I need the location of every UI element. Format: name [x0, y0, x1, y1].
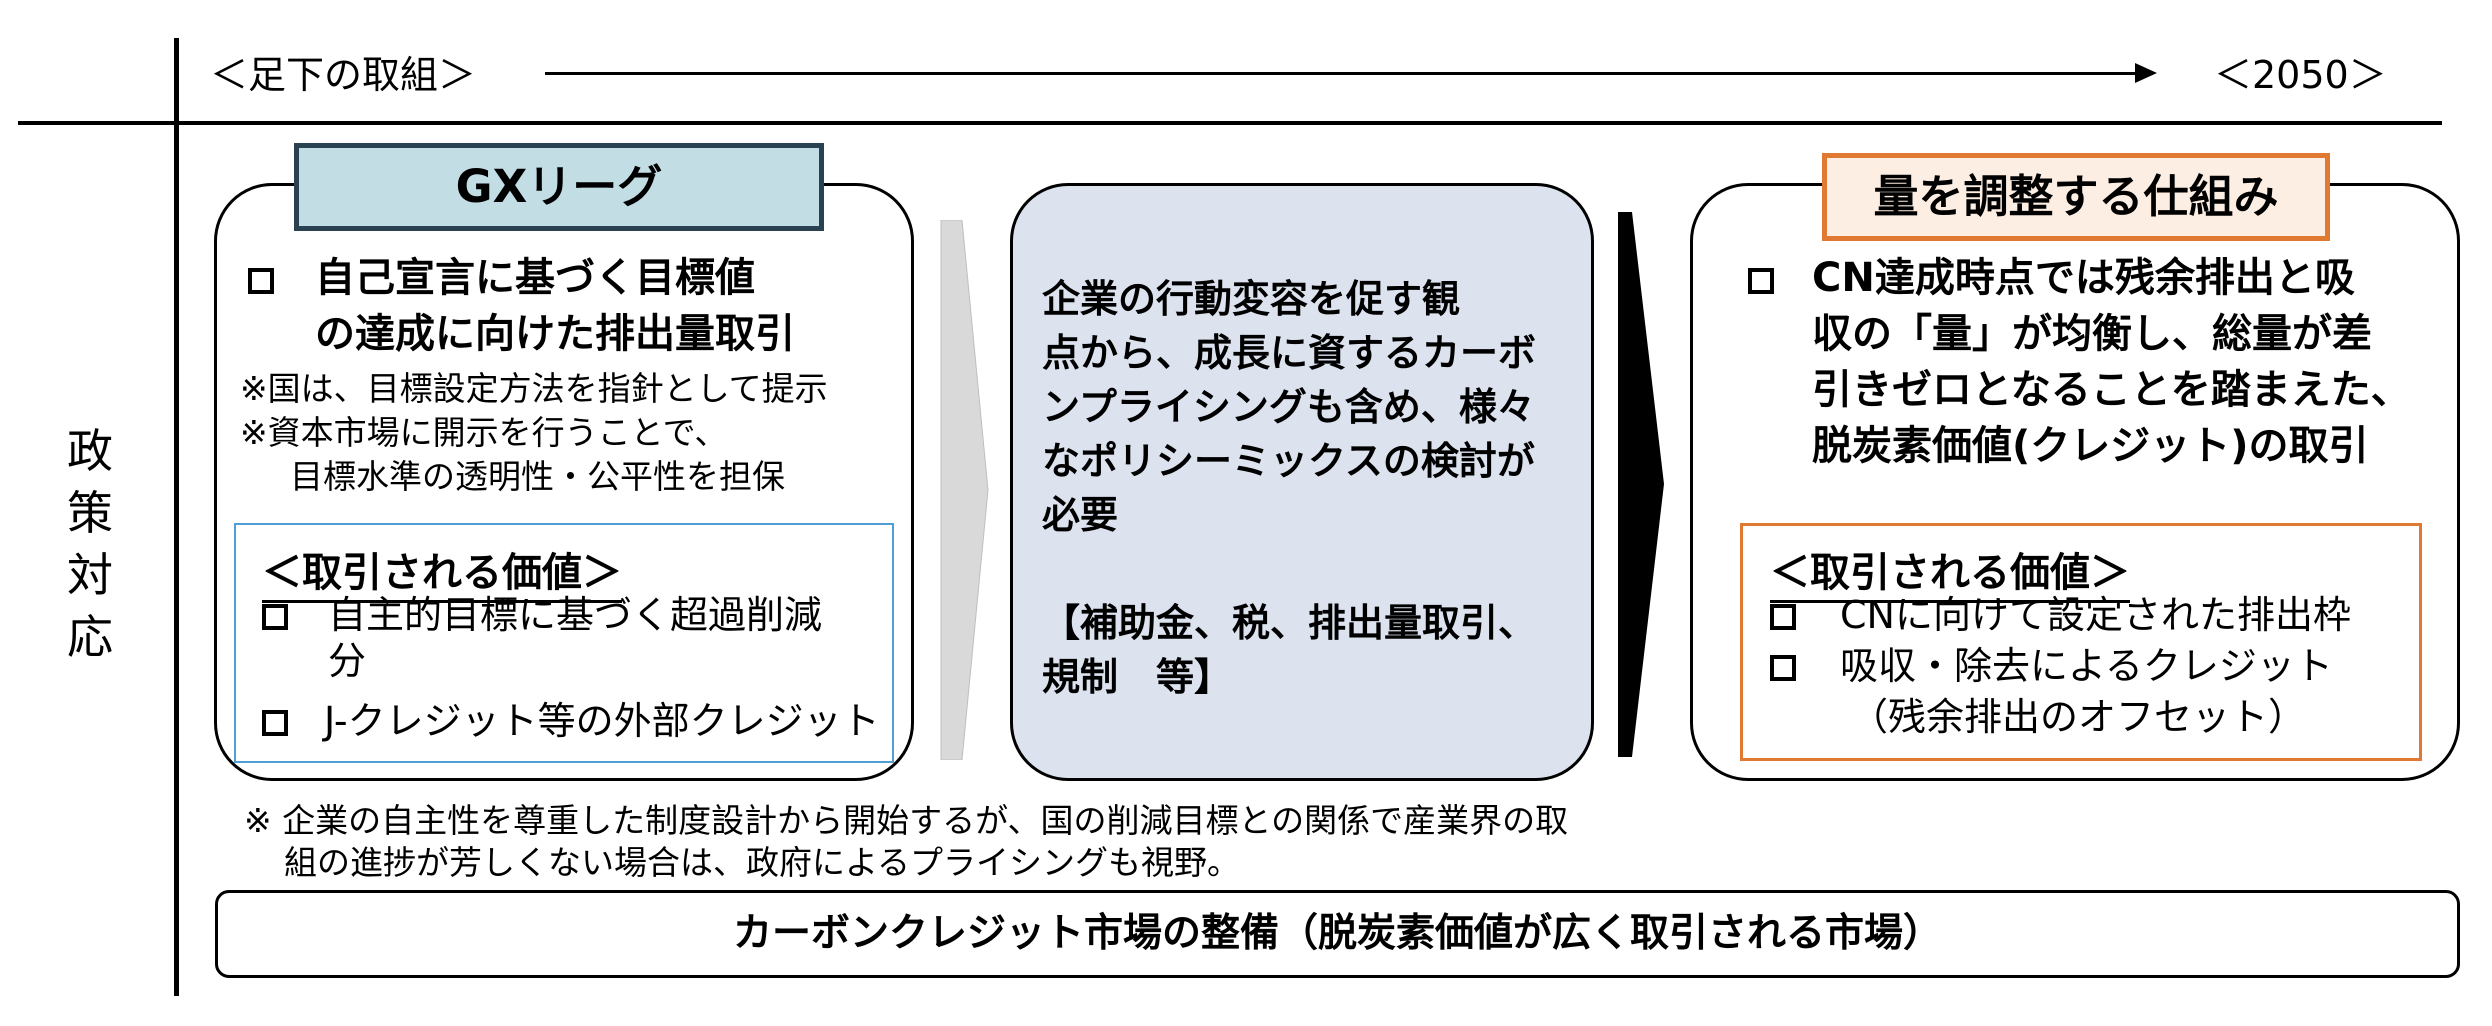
- gx-note-3: 目標水準の透明性・公平性を担保: [290, 457, 785, 496]
- footnote-line: ※ 企業の自主性を尊重した制度設計から開始するが、国の削減目標との関係で産業界の…: [244, 801, 1569, 840]
- gx-heading-line: の達成に向けた排出量取引: [315, 311, 795, 357]
- policy-mix-panel: [1010, 183, 1594, 781]
- footnote-line: 組の進捗が芳しくない場合は、政府によるプライシングも視野。: [284, 843, 1241, 882]
- timeline-start-label: ＜足下の取組＞: [210, 53, 477, 97]
- gx-value-item-1-line: 分: [328, 639, 367, 683]
- side-label: 政 策 対 応: [55, 420, 125, 668]
- spacer: [1042, 542, 1572, 596]
- timeline-arrow-line: [545, 72, 2135, 75]
- gx-heading-line: 自己宣言に基づく目標値: [315, 255, 755, 301]
- policy-mix-line: 規制 等】: [1042, 655, 1233, 699]
- quantity-mechanism-title: 量を調整する仕組み: [1822, 153, 2330, 241]
- chevron-right-icon: [940, 220, 989, 760]
- policy-mix-line: 【補助金、税、排出量取引、: [1042, 601, 1537, 645]
- side-label-char: 対: [67, 548, 113, 602]
- gx-value-item-1: 自主的目標に基づく超過削減 分: [328, 592, 888, 684]
- footnote: ※ 企業の自主性を尊重した制度設計から開始するが、国の削減目標との関係で産業界の…: [244, 800, 1568, 884]
- horizontal-axis-line: [18, 121, 2442, 125]
- side-label-char: 応: [67, 610, 113, 664]
- quantity-mechanism-panel: [1690, 183, 2460, 781]
- checkbox-icon: [262, 710, 288, 736]
- checkbox-icon: [1770, 655, 1796, 681]
- quantity-value-item-2: 吸収・除去によるクレジット: [1840, 644, 2333, 688]
- quantity-heading-line: 収の「量」が均衡し、総量が差: [1812, 311, 2372, 357]
- checkbox-icon: [262, 604, 288, 630]
- carbon-credit-market-bar: カーボンクレジット市場の整備（脱炭素価値が広く取引される市場）: [215, 890, 2460, 978]
- quantity-value-box: [1740, 523, 2422, 761]
- quantity-heading-line: 引きゼロとなることを踏まえた、: [1812, 367, 2411, 413]
- checkbox-icon: [1770, 604, 1796, 630]
- quantity-heading: CN達成時点では残余排出と吸 収の「量」が均衡し、総量が差 引きゼロとなることを…: [1812, 250, 2448, 474]
- side-label-char: 策: [67, 486, 113, 540]
- gx-value-item-1-line: 自主的目標に基づく超過削減: [328, 593, 823, 637]
- policy-mix-text: 企業の行動変容を促す観 点から、成長に資するカーボ ンプライシングも含め、様々 …: [1042, 272, 1572, 704]
- quantity-value-item-2-sub: （残余排出のオフセット）: [1850, 695, 2307, 739]
- chevron-right-icon: [1618, 212, 1664, 757]
- gx-league-panel: [214, 183, 914, 781]
- gx-value-box: [234, 523, 894, 763]
- policy-mix-line: ンプライシングも含め、様々: [1042, 385, 1535, 429]
- quantity-value-item-1: CNに向けて設定された排出枠: [1840, 593, 2351, 637]
- quantity-heading-line: 脱炭素価値(クレジット)の取引: [1812, 423, 2369, 469]
- gx-league-title: GXリーグ: [294, 143, 824, 231]
- side-label-char: 政: [67, 424, 113, 478]
- timeline-end-label: ＜2050＞: [2214, 53, 2387, 97]
- gx-value-box-title: ＜取引される価値＞: [262, 540, 622, 603]
- policy-mix-line: 必要: [1042, 493, 1119, 537]
- policy-mix-line: 点から、成長に資するカーボ: [1042, 331, 1537, 375]
- quantity-heading-line: CN達成時点では残余排出と吸: [1812, 255, 2355, 301]
- checkbox-icon: [248, 268, 274, 294]
- timeline-arrow-head-icon: [2135, 63, 2157, 83]
- vertical-axis-line: [174, 38, 179, 996]
- gx-league-heading: 自己宣言に基づく目標値 の達成に向けた排出量取引: [315, 250, 900, 362]
- quantity-value-box-title: ＜取引される価値＞: [1770, 540, 2130, 603]
- gx-value-item-2: J-クレジット等の外部クレジット: [324, 699, 880, 743]
- policy-mix-line: なポリシーミックスの検討が: [1042, 439, 1535, 483]
- checkbox-icon: [1748, 268, 1774, 294]
- gx-note-1: ※国は、目標設定方法を指針として提示: [240, 369, 828, 408]
- gx-note-2: ※資本市場に開示を行うことで、: [240, 413, 728, 452]
- policy-mix-line: 企業の行動変容を促す観: [1042, 277, 1461, 321]
